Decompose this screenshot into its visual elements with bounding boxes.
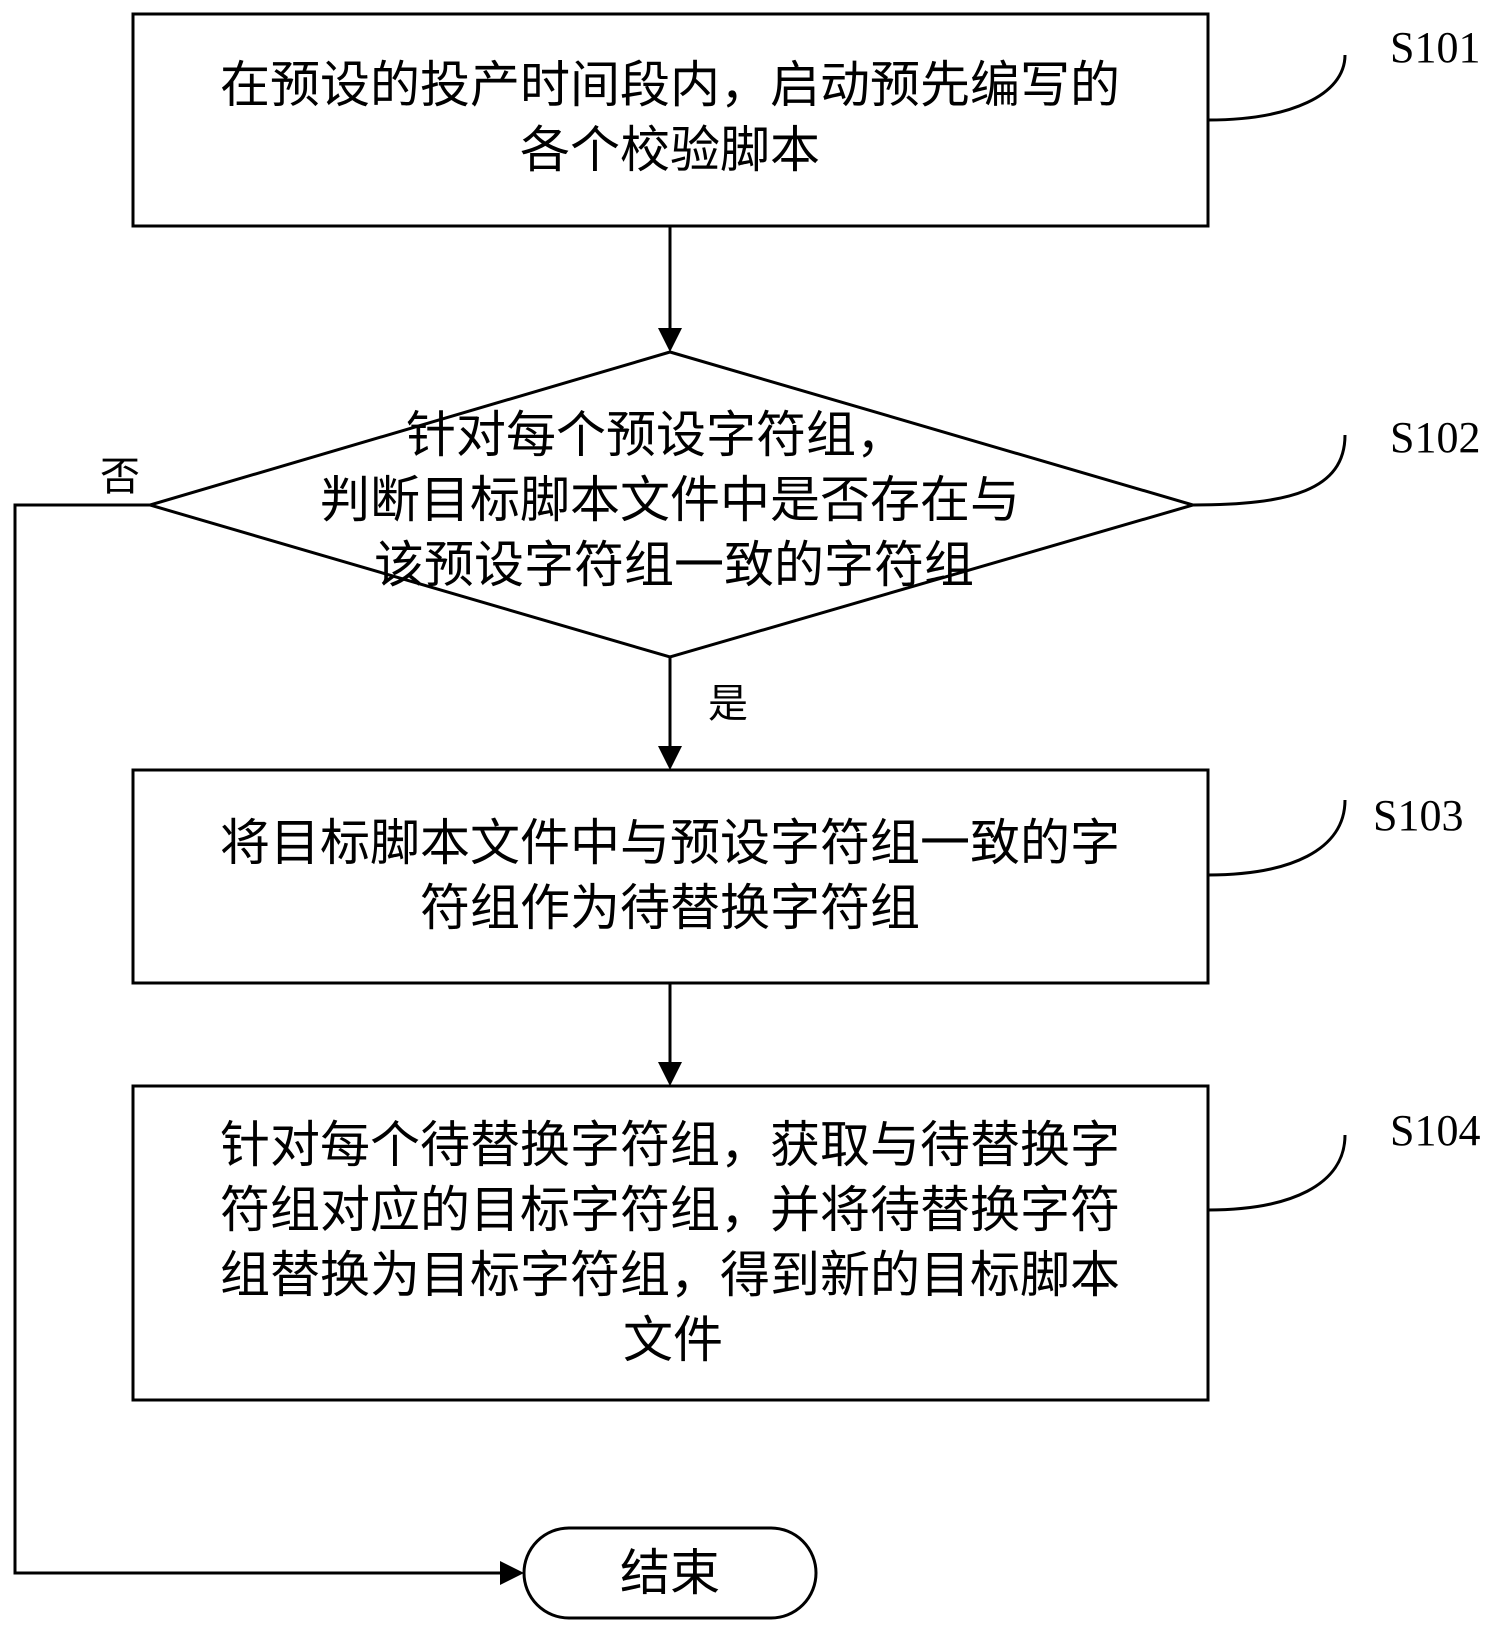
s101-text-line-2: 各个校验脚本 [520,121,820,179]
arrowhead-no-to-end [500,1561,524,1585]
s102-text-line-2: 判断目标脚本文件中是否存在与 [320,471,1020,529]
process-box-s103: 将目标脚本文件中与预设字符组一致的字 符组作为待替换字符组 [131,768,1210,985]
s104-text-line-2: 符组对应的目标字符组，并将待替换字符 [220,1181,1120,1239]
branch-label-yes: 是 [708,681,748,727]
s104-leader-curve [1207,1134,1347,1212]
s104-text-line-4: 文件 [623,1311,723,1369]
step-label-s104: S104 [1390,1106,1480,1155]
s102-text-line-1: 针对每个预设字符组， [406,406,906,464]
s103-leader-curve [1207,799,1347,877]
process-box-s101: 在预设的投产时间段内，启动预先编写的 各个校验脚本 [131,12,1210,228]
step-label-s102: S102 [1390,413,1480,462]
s102-leader-curve [1192,434,1347,507]
decision-diamond-s102: 针对每个预设字符组， 判断目标脚本文件中是否存在与 该预设字符组一致的字符组 [144,350,1199,659]
step-label-s101: S101 [1390,23,1480,72]
s103-text-line-2: 符组作为待替换字符组 [420,879,920,937]
s102-text-line-3: 该预设字符组一致的字符组 [374,536,974,594]
arrowhead-s101-to-s102 [658,328,682,352]
s101-leader-curve [1207,54,1347,122]
arrowhead-s103-to-s104 [658,1062,682,1086]
branch-label-no: 否 [100,454,140,500]
process-box-s104: 针对每个待替换字符组，获取与待替换字 符组对应的目标字符组，并将待替换字符 组替… [131,1084,1210,1402]
step-label-s103: S103 [1373,791,1463,840]
s104-text-line-3: 组替换为目标字符组，得到新的目标脚本 [220,1246,1120,1304]
end-terminator: 结束 [522,1526,818,1620]
s103-text-line-1: 将目标脚本文件中与预设字符组一致的字 [220,814,1120,872]
arrow-no-to-end [13,503,502,1575]
arrowhead-s102-to-s103 [658,746,682,770]
s104-text-line-1: 针对每个待替换字符组，获取与待替换字 [220,1116,1120,1174]
end-label: 结束 [620,1544,720,1602]
s101-text-line-1: 在预设的投产时间段内，启动预先编写的 [220,56,1120,114]
